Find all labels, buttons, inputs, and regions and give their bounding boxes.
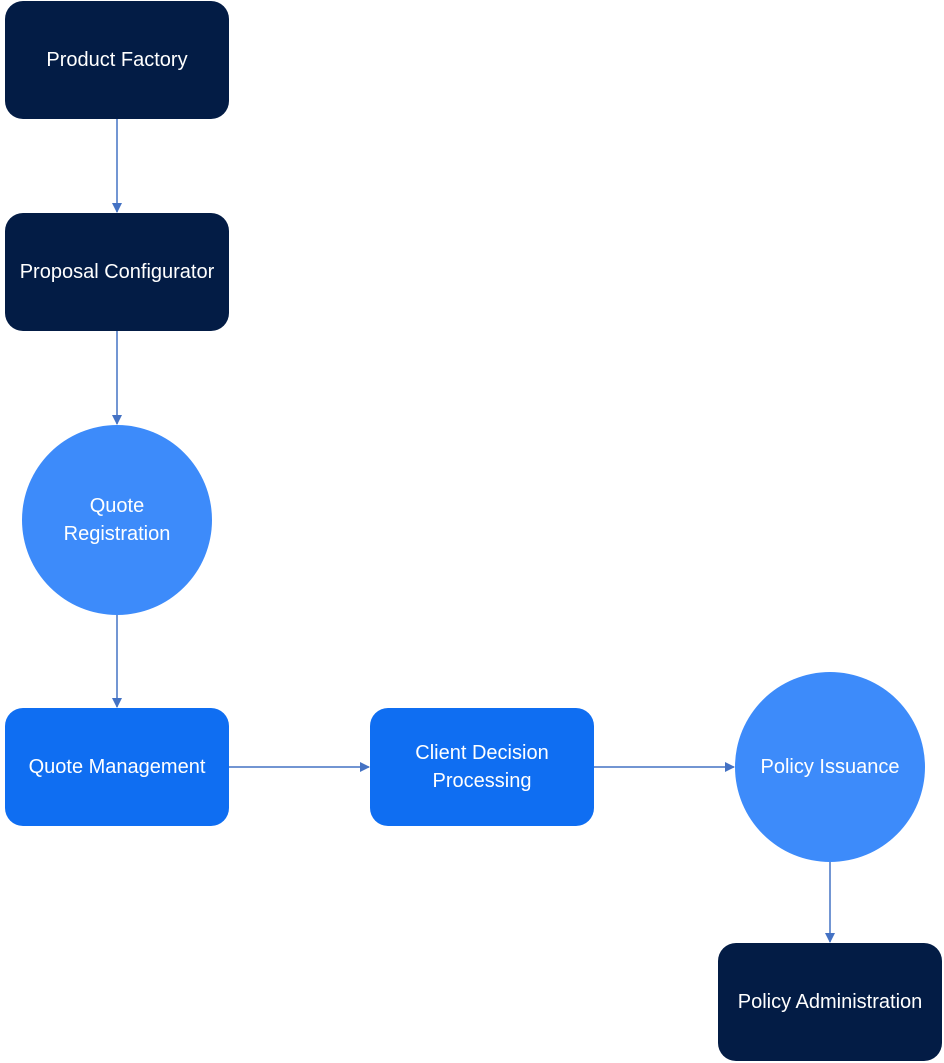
node-client-decision-processing[interactable]: Client Decision Processing	[370, 708, 594, 826]
node-policy-administration[interactable]: Policy Administration	[718, 943, 942, 1061]
node-quote-registration[interactable]: Quote Registration	[22, 425, 212, 615]
node-label: Quote Registration	[64, 492, 171, 548]
node-label: Client Decision Processing	[415, 739, 548, 795]
node-label: Policy Administration	[737, 991, 923, 1013]
node-label-line-2: Registration	[63, 523, 171, 545]
node-quote-management[interactable]: Quote Management	[5, 708, 229, 826]
node-label: Policy Issuance	[760, 756, 900, 778]
node-proposal-configurator[interactable]: Proposal Configurator	[5, 213, 229, 331]
node-label-line-1: Client Decision	[415, 742, 549, 764]
node-label: Product Factory	[46, 49, 188, 71]
node-label: Proposal Configurator	[19, 261, 215, 283]
node-product-factory[interactable]: Product Factory	[5, 1, 229, 119]
node-policy-issuance[interactable]: Policy Issuance	[735, 672, 925, 862]
node-label-line-2: Processing	[432, 770, 532, 792]
node-label: Quote Management	[28, 756, 206, 778]
node-label-line-1: Quote	[89, 495, 145, 517]
